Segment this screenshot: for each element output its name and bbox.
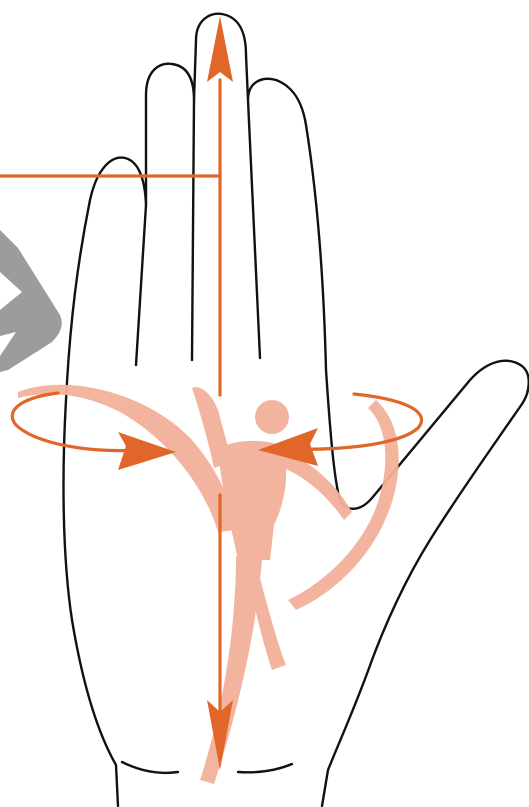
finger-line-3 xyxy=(248,100,260,358)
wrist-crease-right xyxy=(238,764,292,772)
finger-line-2 xyxy=(192,100,194,360)
finger-line-1 xyxy=(136,205,146,365)
figure-head xyxy=(255,400,289,434)
wrist-crease-left xyxy=(122,762,178,773)
figure-torso xyxy=(218,441,286,560)
arrow-heads xyxy=(118,16,318,770)
logo-fragment-icon xyxy=(0,230,62,372)
human-figure-icon xyxy=(18,385,399,784)
arrow-head-up xyxy=(207,16,233,82)
